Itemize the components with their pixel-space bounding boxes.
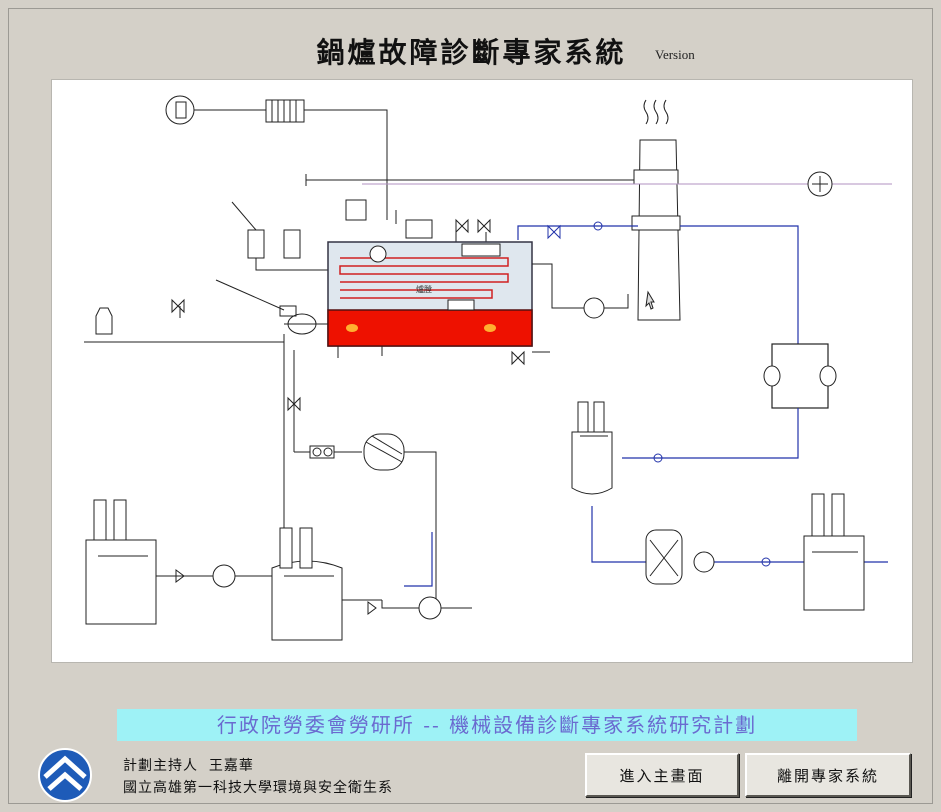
heat-exchanger-icon [265,99,305,123]
university-logo [35,747,95,803]
furnace-label: 爐膛 [416,284,432,294]
raw-water-tank-icon [803,535,865,611]
boiler-diagram[interactable]: 爐膛 [51,79,913,663]
deaerator-tank-icon [571,431,613,495]
enter-main-button[interactable]: 進入主畫面 [585,753,739,797]
fan-icon [165,95,195,125]
principal-investigator: 計劃主持人 王嘉華 [123,758,254,774]
department-name: 國立高雄第一科技大學環境與安全衛生系 [123,780,393,796]
flow-meter-icon [309,445,335,459]
feed-pump-icon [583,297,605,319]
boiler-schematic: 爐膛 [84,95,892,641]
version-label: Version [655,47,695,62]
oil-tank-icon [95,307,113,335]
chemical-tank-icon [85,539,157,625]
pressure-gauge-icon [369,245,387,263]
app-title: 鍋爐故障診斷專家系統 [316,36,627,69]
burner-flame [327,309,533,347]
chimney [631,99,681,321]
main-window: 鍋爐故障診斷專家系統 Version [8,8,933,804]
exit-system-button[interactable]: 離開專家系統 [745,753,911,797]
filter-tank-icon [645,529,683,585]
project-banner: 行政院勞委會勞研所 -- 機械設備診斷專家系統研究計劃 [117,709,857,741]
water-pump-icon [693,551,715,573]
water-tank-icon [271,560,343,641]
